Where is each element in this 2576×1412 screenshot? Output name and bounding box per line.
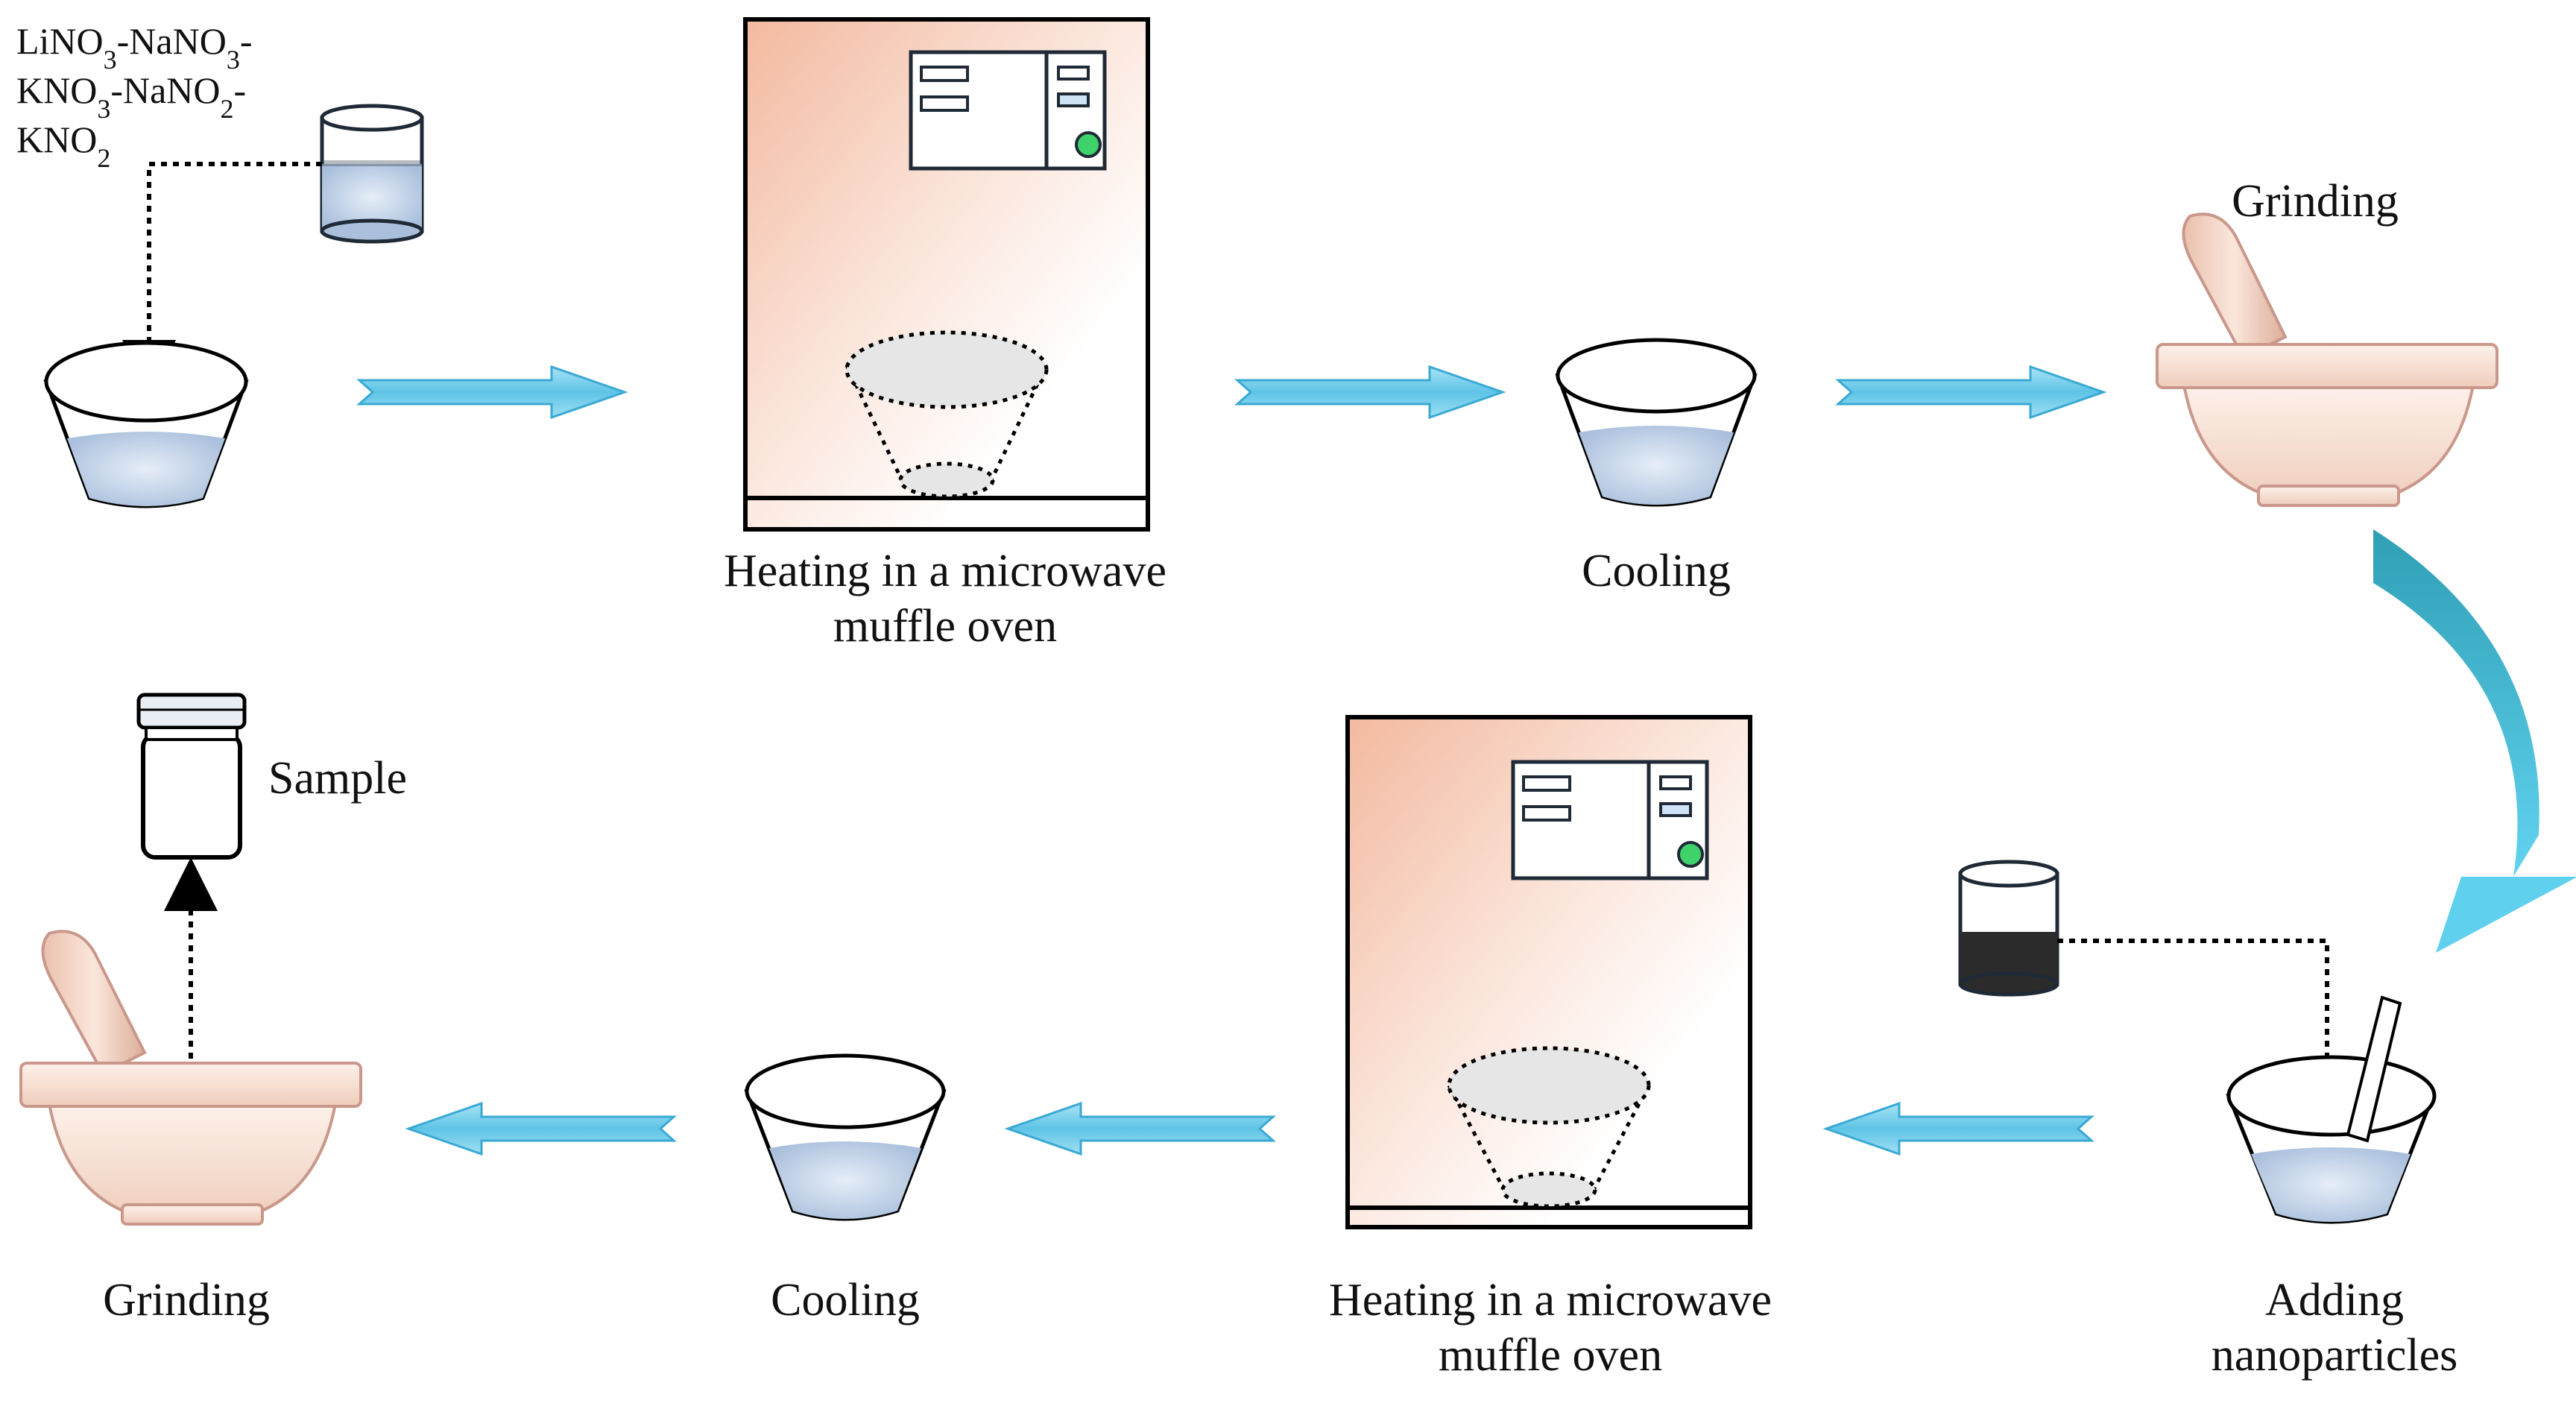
microwave-oven-2 — [1345, 715, 1752, 1229]
flow-arrow-4 — [1822, 1101, 2094, 1156]
oven-1-display-bar-2 — [920, 95, 969, 112]
oven-1-button-1 — [1057, 66, 1090, 81]
flow-arrow-3 — [1835, 365, 2107, 420]
sample-vial — [136, 693, 247, 860]
crucible-cooling-bottom — [744, 1053, 947, 1221]
flow-arrow-1 — [356, 365, 628, 420]
oven-2-button-1 — [1659, 775, 1692, 790]
heating-bottom-label-line-1: Heating in a microwave — [1329, 1275, 1772, 1326]
adding-label-line-1: Adding — [2265, 1275, 2404, 1326]
salt-formula-line-1: LiNO3-NaNO3- — [16, 20, 252, 75]
flow-arrow-5 — [1004, 1101, 1276, 1156]
mortar-and-pestle-bottom — [19, 930, 362, 1226]
microwave-oven-1 — [743, 17, 1150, 532]
oven-2-display-bar-1 — [1522, 775, 1571, 792]
flow-arrow-6 — [405, 1101, 677, 1156]
stirring-rod — [2346, 995, 2402, 1143]
oven-1-button-2 — [1057, 92, 1090, 107]
crucible-cooling-top — [1555, 338, 1758, 507]
sample-label: Sample — [268, 753, 407, 804]
nanoparticle-beaker — [1958, 860, 2059, 997]
crucible-adding — [2226, 995, 2437, 1224]
heating-bottom-label-line-2: muffle oven — [1439, 1330, 1662, 1381]
flow-arrow-2 — [1234, 365, 1506, 420]
cooling-top-label: Cooling — [1582, 546, 1731, 596]
crucible-1 — [43, 341, 249, 508]
cooling-bottom-label: Cooling — [771, 1275, 920, 1326]
heating-top-label-line-2: muffle oven — [833, 601, 1057, 652]
oven-1-indicator-light — [1075, 131, 1102, 158]
curved-flow-arrow — [2373, 529, 2576, 953]
oven-1-display-bar-1 — [920, 66, 969, 82]
oven-2-button-2 — [1659, 802, 1692, 817]
adding-label-line-2: nanoparticles — [2212, 1330, 2458, 1381]
salt-beaker — [320, 104, 424, 244]
grinding-bottom-label: Grinding — [103, 1275, 270, 1326]
dotted-feed-line-1 — [122, 162, 322, 394]
oven-2-display-bar-2 — [1522, 805, 1571, 822]
mortar-and-pestle-top — [2156, 212, 2498, 507]
grinding-top-label: Grinding — [2232, 176, 2399, 227]
salt-formula-line-3: KNO2 — [16, 119, 110, 173]
salt-formula-line-2: KNO3-NaNO2- — [16, 69, 246, 124]
heating-top-label-line-1: Heating in a microwave — [724, 546, 1167, 596]
oven-2-indicator-light — [1677, 841, 1704, 868]
